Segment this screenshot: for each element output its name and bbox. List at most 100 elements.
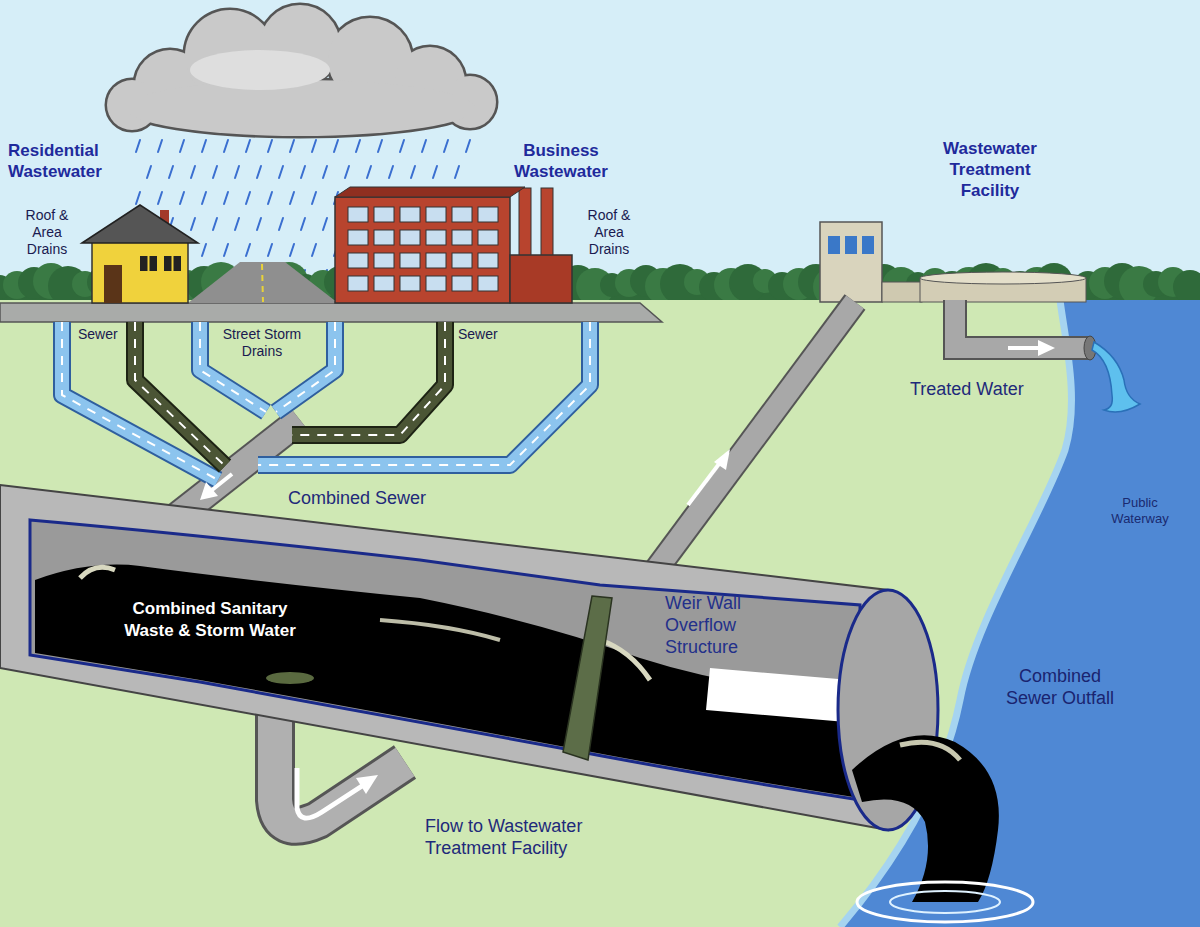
main-sewer-pipe [600, 640, 650, 680]
label: Treated Water [910, 378, 1050, 400]
rain-drop [158, 192, 162, 204]
cloud [125, 80, 475, 136]
treatment-facility [828, 236, 840, 254]
pipe [258, 322, 590, 465]
rain-drop [389, 166, 393, 178]
rain-drop [312, 192, 316, 204]
rain-drop [224, 244, 228, 256]
label-box: Public Waterway [1098, 495, 1182, 527]
label-box: Combined Sewer [288, 487, 448, 509]
treated-water-pipe [1008, 346, 1040, 350]
tree [1173, 270, 1200, 304]
rain-drop [444, 140, 448, 152]
main-sewer-pipe [0, 485, 888, 830]
ground [0, 300, 1200, 927]
label-box: Wastewater Treatment Facility [920, 138, 1060, 201]
business-building [335, 187, 572, 303]
rain-drop [191, 166, 195, 178]
label-box: Street Storm Drains [212, 326, 312, 360]
label: Roof & Area Drains [578, 207, 640, 258]
window [478, 276, 498, 291]
window [374, 230, 394, 245]
label: Combined Sewer Outfall [994, 665, 1126, 709]
label: Residential Wastewater [8, 140, 133, 182]
rain-drop [268, 244, 272, 256]
label-box: Sewer [78, 326, 124, 343]
rain-drop [312, 244, 316, 256]
window [426, 276, 446, 291]
rain-drop [213, 166, 217, 178]
window [426, 253, 446, 268]
window [452, 230, 472, 245]
rain-drop [290, 192, 294, 204]
cloud [107, 5, 496, 136]
main-sewer-pipe [380, 620, 500, 640]
combined-sewer-outfall [900, 742, 960, 760]
rain-drop [323, 166, 327, 178]
label: Combined Sanitary Waste & Storm Water [115, 598, 305, 642]
rain-drop [257, 166, 261, 178]
treated-water-pipe [955, 300, 1088, 348]
rain-drop [466, 140, 470, 152]
combined-sewer-outfall [838, 590, 1033, 922]
rain-drop [279, 218, 283, 230]
house [164, 256, 181, 271]
rain-drop [202, 140, 206, 152]
label-box: Flow to Wastewater Treatment Facility [425, 815, 625, 859]
rain-drop [257, 218, 261, 230]
window [400, 207, 420, 222]
flow-arrow [200, 482, 218, 500]
business-building [335, 187, 525, 197]
treatment-facility [820, 222, 1086, 302]
house [92, 240, 188, 303]
rain-drop [268, 140, 272, 152]
flow-arrow [212, 474, 232, 490]
rain-drop [224, 192, 228, 204]
label-box: Sewer [458, 326, 508, 343]
house [104, 265, 122, 303]
window [348, 230, 368, 245]
window [400, 230, 420, 245]
cloud [107, 5, 496, 136]
rain-drop [422, 140, 426, 152]
treatment-facility [845, 236, 857, 254]
main-sewer-pipe [80, 567, 115, 578]
business-building [519, 188, 531, 258]
treatment-feed-pipe [714, 449, 730, 470]
rain-drop [235, 218, 239, 230]
rain-drop [224, 140, 228, 152]
house [172, 256, 174, 271]
rain-drop [290, 244, 294, 256]
rain-drop [312, 140, 316, 152]
treatment-facility [820, 222, 882, 302]
label: Wastewater Treatment Facility [920, 138, 1060, 201]
cloud [125, 80, 475, 136]
rain-drop [180, 140, 184, 152]
rain-drop [191, 218, 195, 230]
rain-drop [433, 166, 437, 178]
label: Combined Sewer [288, 487, 448, 509]
window [478, 253, 498, 268]
label-box: Business Wastewater [486, 140, 636, 182]
cloud [107, 5, 496, 136]
flow-dashes [258, 322, 590, 465]
rain-drop [356, 140, 360, 152]
rain-drop [202, 244, 206, 256]
house [148, 256, 150, 271]
window [374, 276, 394, 291]
treatment-facility [862, 236, 874, 254]
house [140, 256, 157, 271]
rain-drop [334, 140, 338, 152]
rain-drop [378, 140, 382, 152]
rain-drop [169, 166, 173, 178]
pipe [292, 322, 445, 435]
window [374, 253, 394, 268]
label: Weir Wall Overflow Structure [665, 592, 775, 658]
rain-drop [180, 192, 184, 204]
house [82, 205, 198, 243]
treated-water-pipe [955, 300, 1088, 348]
rain-drop [455, 166, 459, 178]
pipe-outline [258, 322, 590, 465]
pipe-outline [135, 322, 225, 466]
